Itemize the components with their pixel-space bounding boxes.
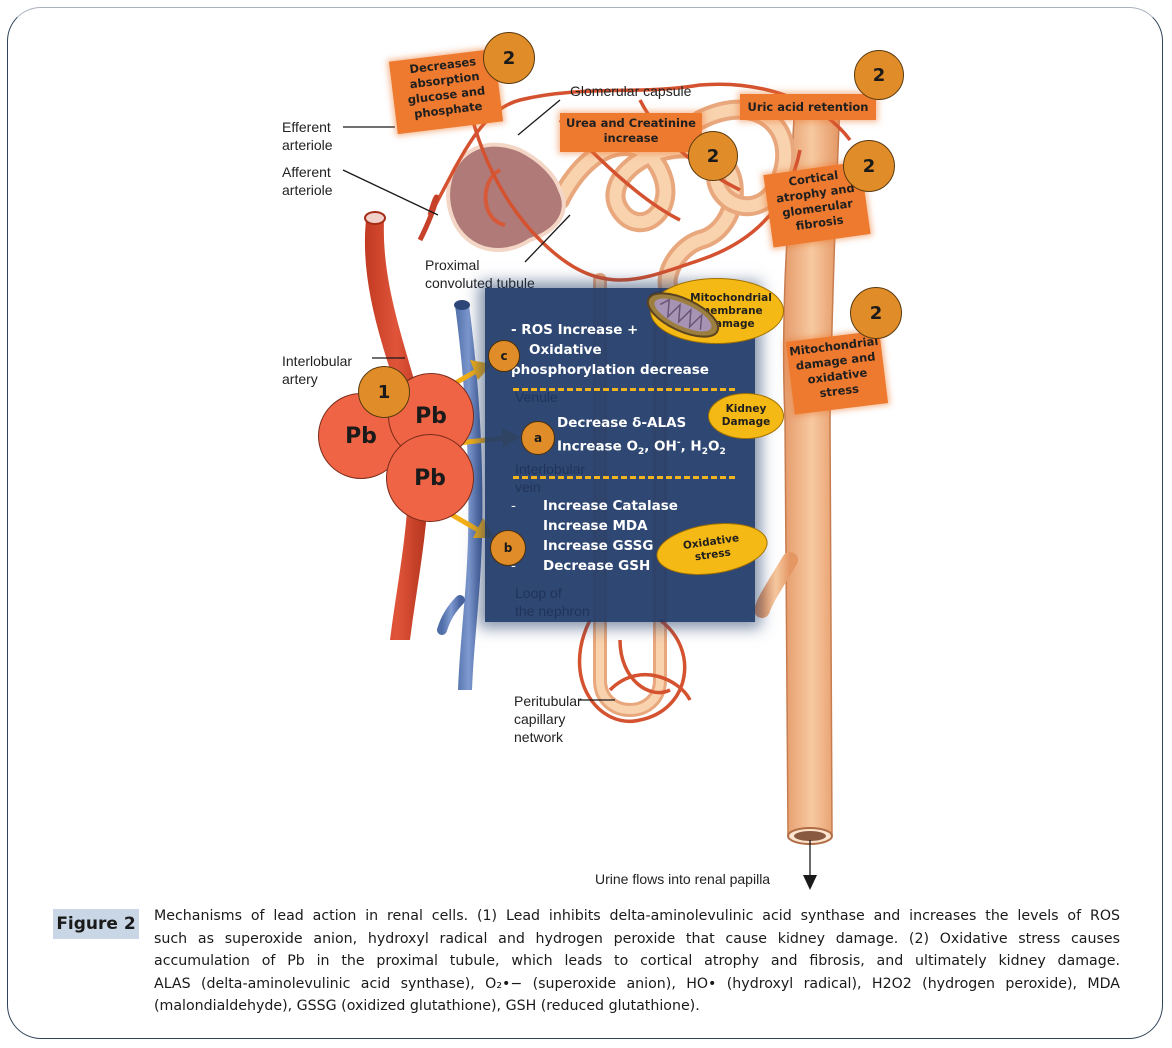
text-run: O xyxy=(707,438,720,455)
caption-line: ALAS (delta-aminolevulinic acid synthase… xyxy=(154,975,1120,992)
caption-line: (malondialdehyde), GSSG (oxidized glutat… xyxy=(154,998,700,1014)
bubble-line: damage xyxy=(707,317,755,330)
text-run: Increase GSSG xyxy=(543,538,654,554)
label-afferent-arteriole: Afferent arteriole xyxy=(282,163,333,199)
label-urine-flow: Urine flows into renal papilla xyxy=(595,871,771,887)
interlobular-artery xyxy=(364,194,439,640)
label-interlobular-vein-faded: Interlobular vein xyxy=(515,460,585,496)
marker-2: 2 xyxy=(850,287,902,339)
figure-frame xyxy=(7,7,1163,1039)
label-line: Efferent xyxy=(282,119,331,135)
label-glomerular-capsule: Glomerular capsule xyxy=(570,83,692,99)
divider-dashed xyxy=(513,388,735,391)
bubble-kidney-damage: Kidney Damage xyxy=(708,393,784,439)
caption-line: accumulation of Pb in the proximal tubul… xyxy=(154,953,1120,969)
leader-lines xyxy=(342,99,817,890)
label-line: arteriole xyxy=(282,182,333,198)
label-line: convoluted tubule xyxy=(425,275,535,291)
label-line: artery xyxy=(282,371,318,387)
effect-urea-creatinine: Urea and Creatinine increase xyxy=(560,113,702,152)
subscript: 2 xyxy=(719,447,726,458)
label-line: Loop of xyxy=(515,585,562,601)
lead-particle: Pb xyxy=(386,434,474,522)
effect-line: Urea and Creatinine xyxy=(566,116,696,130)
marker-2: 2 xyxy=(843,140,895,192)
pathway-marker-c: c xyxy=(488,340,520,372)
superscript: - xyxy=(676,438,681,448)
mechanism-line: Oxidative xyxy=(529,342,602,358)
caption-line: such as superoxide anion, hydroxyl radic… xyxy=(154,930,1120,947)
label-line: Peritubular xyxy=(514,693,582,709)
label-loop-of-nephron-faded: Loop of the nephron xyxy=(515,584,590,620)
text-run: , OH xyxy=(644,438,677,455)
label-line: Interlobular xyxy=(515,461,586,477)
label-peritubular-network: Peritubular capillary network xyxy=(514,692,582,746)
label-line: arteriole xyxy=(282,137,333,153)
marker-2: 2 xyxy=(483,32,535,84)
mechanism-b-list: - Increase Catalase Increase MDA Increase… xyxy=(511,496,678,576)
pathway-marker-b: b xyxy=(490,530,526,566)
mechanism-line: Increase MDA xyxy=(511,516,678,536)
label-interlobular-artery: Interlobular artery xyxy=(282,352,352,388)
bullet: - xyxy=(511,498,516,514)
label-line: Afferent xyxy=(282,164,331,180)
label-line: network xyxy=(514,729,564,745)
bubble-line: Damage xyxy=(721,416,771,428)
subscript: 2 xyxy=(637,447,645,458)
mechanism-line: Increase O2, OH-, H2O2 xyxy=(557,433,726,462)
label-efferent-arteriole: Efferent arteriole xyxy=(282,118,333,154)
pathway-marker-a: a xyxy=(521,421,555,455)
divider-dashed xyxy=(513,476,735,479)
label-line: capillary xyxy=(514,711,566,727)
text-run: Increase MDA xyxy=(543,518,648,534)
text-run: Increase Catalase xyxy=(543,498,678,514)
figure-label: Figure 2 xyxy=(53,909,139,939)
marker-2: 2 xyxy=(854,50,904,100)
bullet: - xyxy=(511,558,516,574)
label-line: vein xyxy=(515,479,541,495)
text-run: Increase O xyxy=(557,438,638,455)
bubble-line: membrane xyxy=(699,304,763,317)
mechanism-line: - Increase Catalase xyxy=(511,496,678,516)
figure-caption: Mechanisms of lead action in renal cells… xyxy=(154,905,1120,1018)
text-run: , H xyxy=(680,438,702,455)
mechanism-line: Increase GSSG xyxy=(511,536,678,556)
nephron-illustration xyxy=(342,82,852,890)
mechanism-line: Decrease δ-ALAS xyxy=(557,415,687,431)
mechanism-c-text: - ROS Increase + Oxidative phosphorylati… xyxy=(511,320,709,380)
mechanism-line: - ROS Increase + xyxy=(511,322,639,338)
effect-uric-acid-retention: Uric acid retention xyxy=(740,94,876,120)
marker-1: 1 xyxy=(358,366,410,418)
bubble-line: Kidney xyxy=(725,403,767,415)
marker-2: 2 xyxy=(688,131,738,181)
text-run: Decrease GSH xyxy=(543,558,651,574)
bubble-line: Mitochondrial xyxy=(690,291,772,304)
bubble-mitochondrial-membrane-damage: Mitochondrial membrane damage xyxy=(650,278,784,344)
subscript: 2 xyxy=(701,447,708,458)
label-line: the nephron xyxy=(515,603,590,619)
label-line: Proximal xyxy=(425,257,480,273)
caption-line: Mechanisms of lead action in renal cells… xyxy=(154,908,1120,924)
effect-mitochondrial-damage: Mitochondrial damage and oxidative stres… xyxy=(785,330,889,415)
mechanism-a-text: Decrease δ-ALAS Increase O2, OH-, H2O2 xyxy=(557,413,726,462)
label-proximal-tubule: Proximal convoluted tubule xyxy=(425,256,535,292)
mechanism-line: phosphorylation decrease xyxy=(511,362,709,378)
label-line: Interlobular xyxy=(282,353,353,369)
effect-line: increase xyxy=(603,131,659,145)
mechanism-line: - Decrease GSH xyxy=(511,556,678,576)
label-venule-faded: Venule xyxy=(515,389,558,405)
